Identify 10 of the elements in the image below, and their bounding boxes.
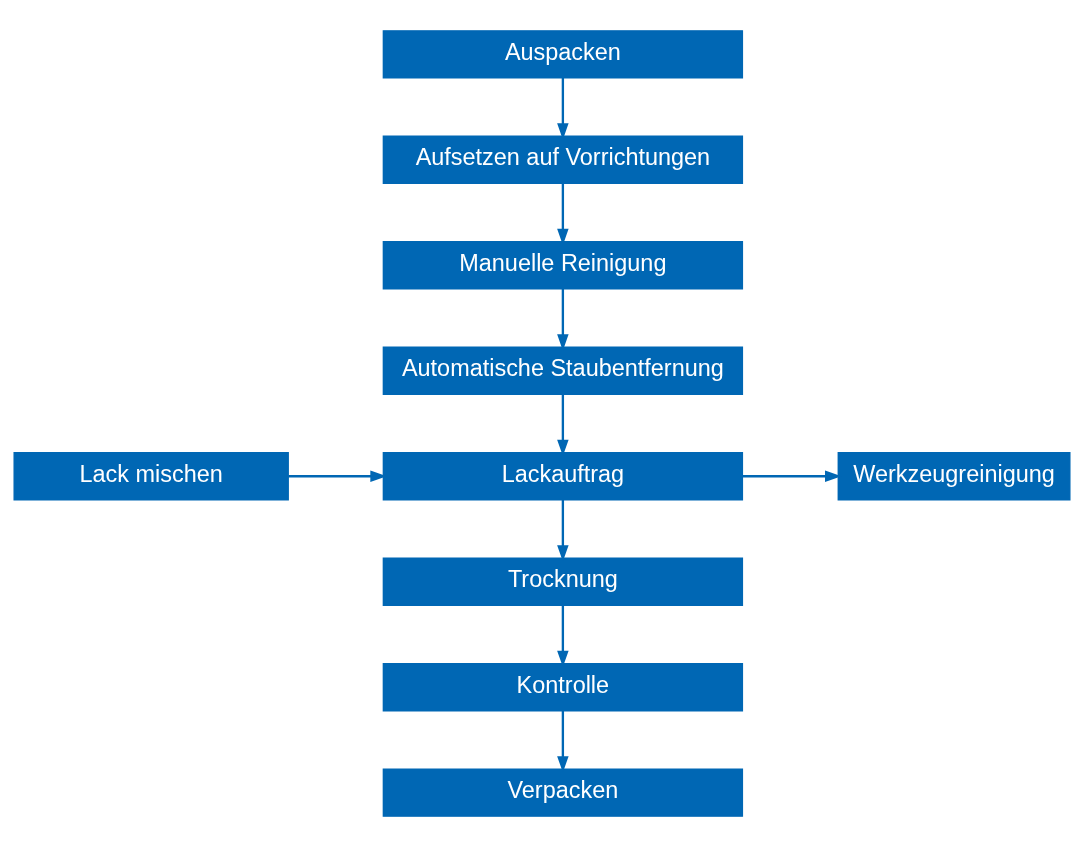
node-box: Lackauftrag	[382, 452, 744, 501]
node-box: Verpacken	[382, 768, 744, 817]
node-box: Manuelle Reinigung	[382, 241, 744, 290]
node-box: Automatische Staubentfernung	[382, 346, 744, 395]
node-box: Werkzeugreinigung	[837, 452, 1071, 501]
node-box: Trocknung	[382, 557, 744, 606]
node-box: Lack mischen	[13, 452, 289, 501]
node-box: Auspacken	[382, 30, 744, 79]
node-box: Kontrolle	[382, 663, 744, 712]
node-box: Aufsetzen auf Vorrichtungen	[382, 135, 744, 184]
